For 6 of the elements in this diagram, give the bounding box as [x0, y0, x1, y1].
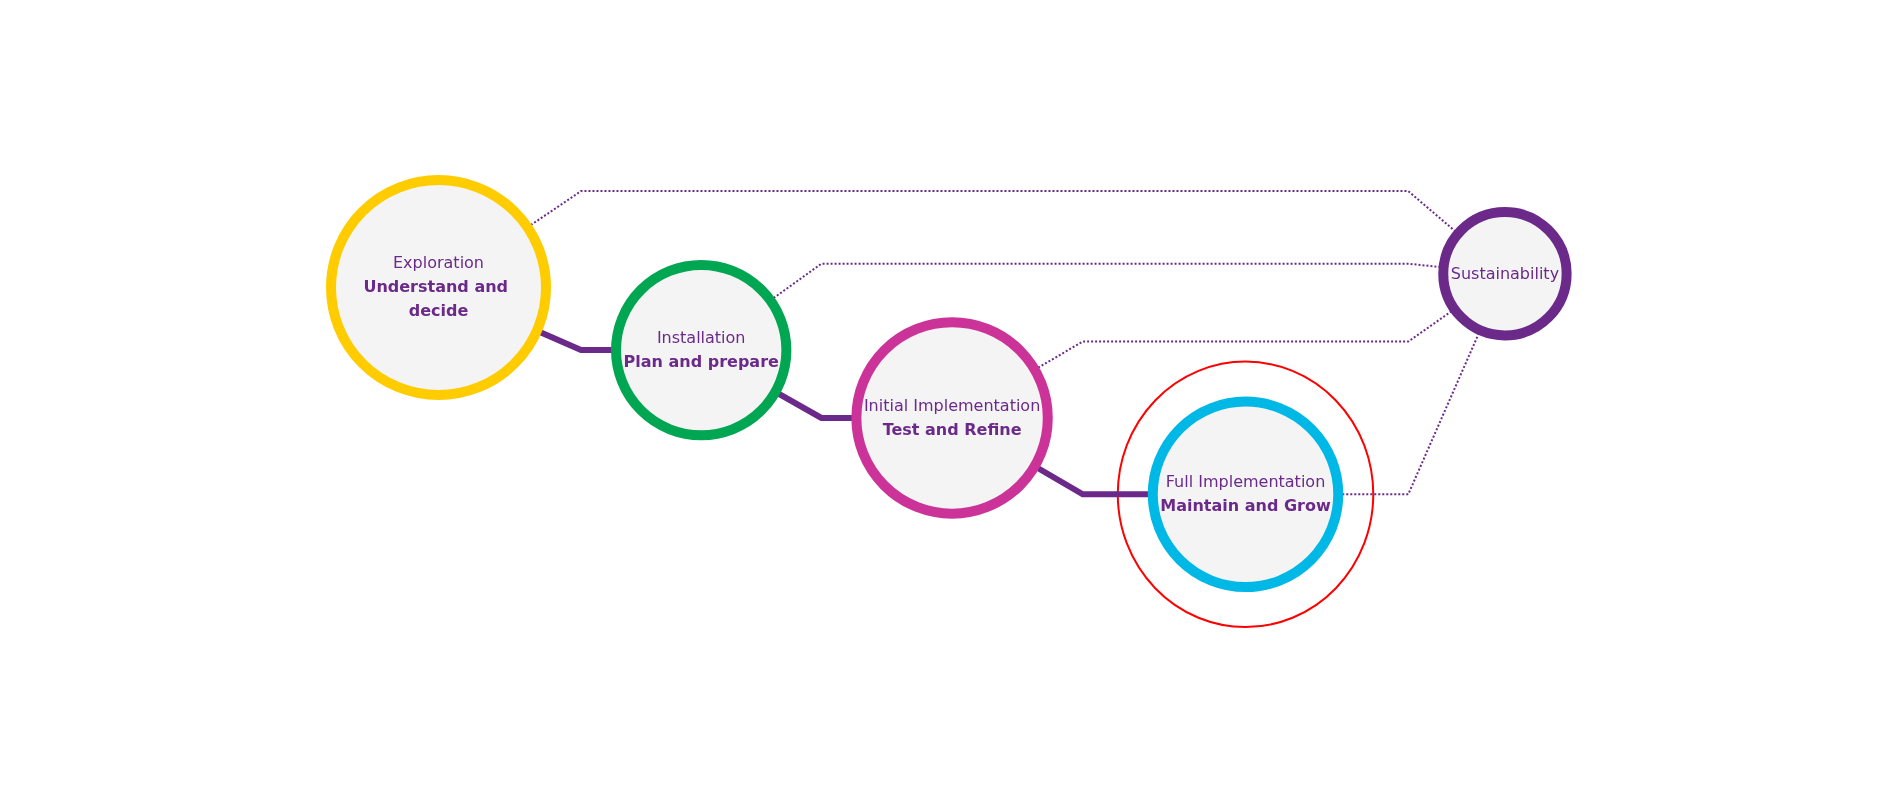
node-circle: Initial Implementation Test and Refine [851, 317, 1053, 520]
node-circle: Exploration Understand and decide [326, 175, 552, 401]
node-circle: Sustainability [1438, 207, 1572, 341]
cluster [1116, 361, 1375, 629]
node-circle: Full Implementation Maintain and Grow [1147, 397, 1344, 593]
node-circle: Installation Plan and prepare [611, 260, 792, 441]
